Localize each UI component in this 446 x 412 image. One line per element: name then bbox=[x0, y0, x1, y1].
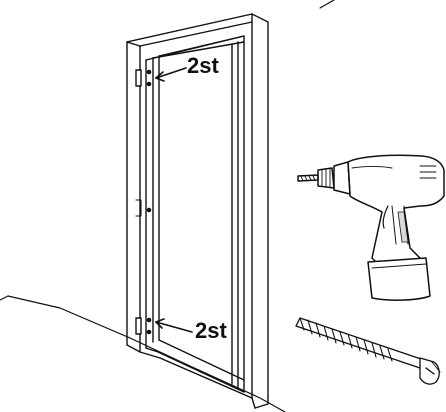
door-frame-icon bbox=[126, 13, 269, 409]
callout-arrow-top bbox=[155, 67, 187, 82]
callout-label-top: 2st bbox=[187, 53, 219, 78]
screw-icon bbox=[295, 317, 441, 385]
floor-line bbox=[0, 295, 286, 412]
callout-label-bottom: 2st bbox=[195, 318, 227, 343]
callout-arrow-bottom bbox=[155, 318, 193, 333]
cordless-drill-icon bbox=[297, 154, 445, 301]
wall-edge-line bbox=[319, 0, 335, 9]
